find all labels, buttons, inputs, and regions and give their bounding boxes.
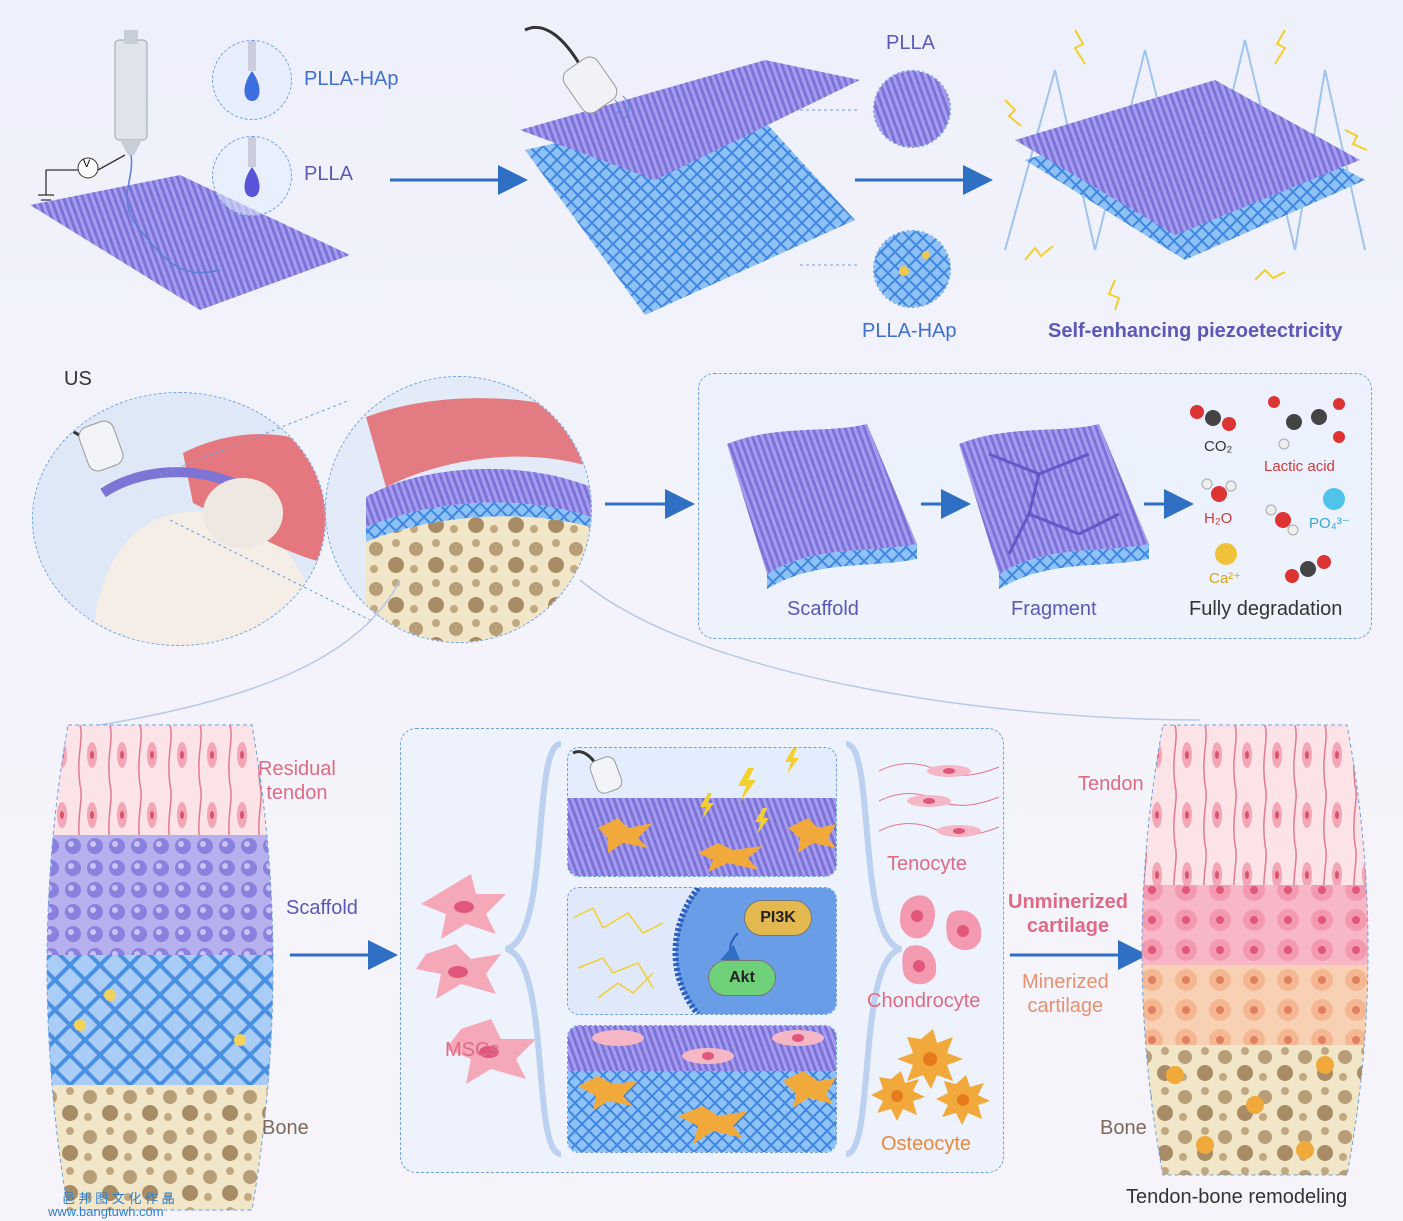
label-left-scaffold: Scaffold (286, 897, 358, 919)
plla-sheet (30, 175, 350, 310)
purple-layer (520, 60, 860, 180)
bilayer-scaffold (520, 26, 860, 315)
msc-cell-3 (446, 1019, 536, 1084)
label-tendon-bone-remodeling: Tendon-bone remodeling (1126, 1186, 1348, 1208)
arrow-middle (605, 489, 695, 519)
plla-fiber-bubble (873, 70, 951, 148)
arrow-top-1 (390, 165, 528, 195)
leader-lines-top (800, 109, 860, 266)
arrow-deg-1 (921, 489, 971, 519)
pi3k-akt-subpanel: PI3K Akt (567, 887, 837, 1015)
shoulder-bubble (32, 392, 326, 646)
label-plla-right: PLLA (886, 32, 935, 54)
electrospinning-setup (30, 30, 350, 310)
label-h2o: H₂O (1204, 510, 1233, 527)
plla-hap-fiber-bubble (873, 230, 951, 308)
label-residual-tendon: Residual tendon (258, 758, 336, 804)
label-plla-hap-right: PLLA-HAp (862, 320, 957, 342)
arrow-top-2 (855, 165, 993, 195)
voltage-symbol: V (83, 158, 91, 170)
label-left-bone: Bone (262, 1117, 309, 1139)
label-deg-scaffold: Scaffold (787, 598, 859, 620)
label-po4: PO₄³⁻ (1309, 515, 1350, 532)
co2-molecule-2-icon (1285, 555, 1331, 583)
label-osteocyte: Osteocyte (881, 1133, 972, 1155)
cell-differentiation-panel: MSCs PI3K Akt (400, 728, 1004, 1173)
brace-left (504, 741, 563, 1157)
label-mineralized: Minerized cartilage (1022, 971, 1109, 1017)
h2o-molecule-icon (1201, 478, 1237, 502)
pi3k-pill: PI3K (744, 900, 812, 936)
arrow-bottom-2 (1010, 940, 1148, 970)
joint-zoom-bubble (325, 376, 592, 643)
watermark-line2: www.bangtuwh.com (48, 1204, 164, 1219)
ca-ion-icon (1215, 543, 1237, 565)
tenocyte-cells (878, 763, 1000, 837)
label-chondrocyte: Chondrocyte (867, 990, 981, 1012)
scaffold-piece (727, 424, 917, 589)
watermark-line1: 邑 邦 图 文 化 作 品 (62, 1191, 175, 1206)
arrow-deg-2 (1144, 489, 1194, 519)
label-unmineralized: Unminerized cartilage (1008, 891, 1129, 937)
us-stimulation-subpanel (567, 747, 837, 877)
jet-line (126, 154, 221, 274)
syringe-body (114, 39, 148, 141)
label-piezo: Self-enhancing piezoetectricity (1048, 320, 1343, 342)
label-plla-left: PLLA (304, 163, 353, 185)
label-deg-fragment: Fragment (1011, 598, 1097, 620)
chondrocyte-cells (900, 895, 982, 985)
label-right-bone: Bone (1100, 1117, 1147, 1139)
osteocyte-cells (871, 1029, 990, 1125)
degradation-panel: CO₂ Lactic acid H₂O PO₄³⁻ Ca²⁺ Scaffold … (698, 373, 1372, 639)
interface-column-left (46, 724, 274, 1211)
plla-droplet-bubble (212, 136, 292, 216)
connector-curves (99, 579, 1201, 726)
label-co2: CO₂ (1204, 438, 1233, 455)
interface-column-right (1141, 724, 1369, 1176)
hap-droplet-bubble (212, 40, 292, 120)
brace-right (844, 741, 903, 1157)
co2-molecule-icon (1190, 405, 1236, 431)
po4-ion-icon (1323, 488, 1345, 510)
label-us: US (64, 368, 92, 390)
label-plla-hap-left: PLLA-HAp (304, 68, 399, 90)
h2o-molecule-2-icon (1265, 504, 1299, 536)
label-tendon: Tendon (1078, 773, 1144, 795)
label-lactic-acid: Lactic acid (1264, 458, 1335, 475)
label-ca: Ca²⁺ (1209, 570, 1242, 587)
label-mscs: MSCs (445, 1039, 500, 1061)
lactic-acid-molecule-icon (1268, 396, 1345, 450)
piezo-scaffold (1004, 29, 1368, 311)
fragment-piece (959, 424, 1149, 589)
label-fully-degradation: Fully degradation (1189, 598, 1343, 620)
msc-cells (416, 874, 506, 999)
label-tenocyte: Tenocyte (887, 853, 968, 875)
differentiation-subpanel (567, 1025, 837, 1153)
akt-pill: Akt (708, 960, 776, 996)
arrow-bottom-1 (290, 940, 398, 970)
zoom-lines (159, 399, 371, 621)
